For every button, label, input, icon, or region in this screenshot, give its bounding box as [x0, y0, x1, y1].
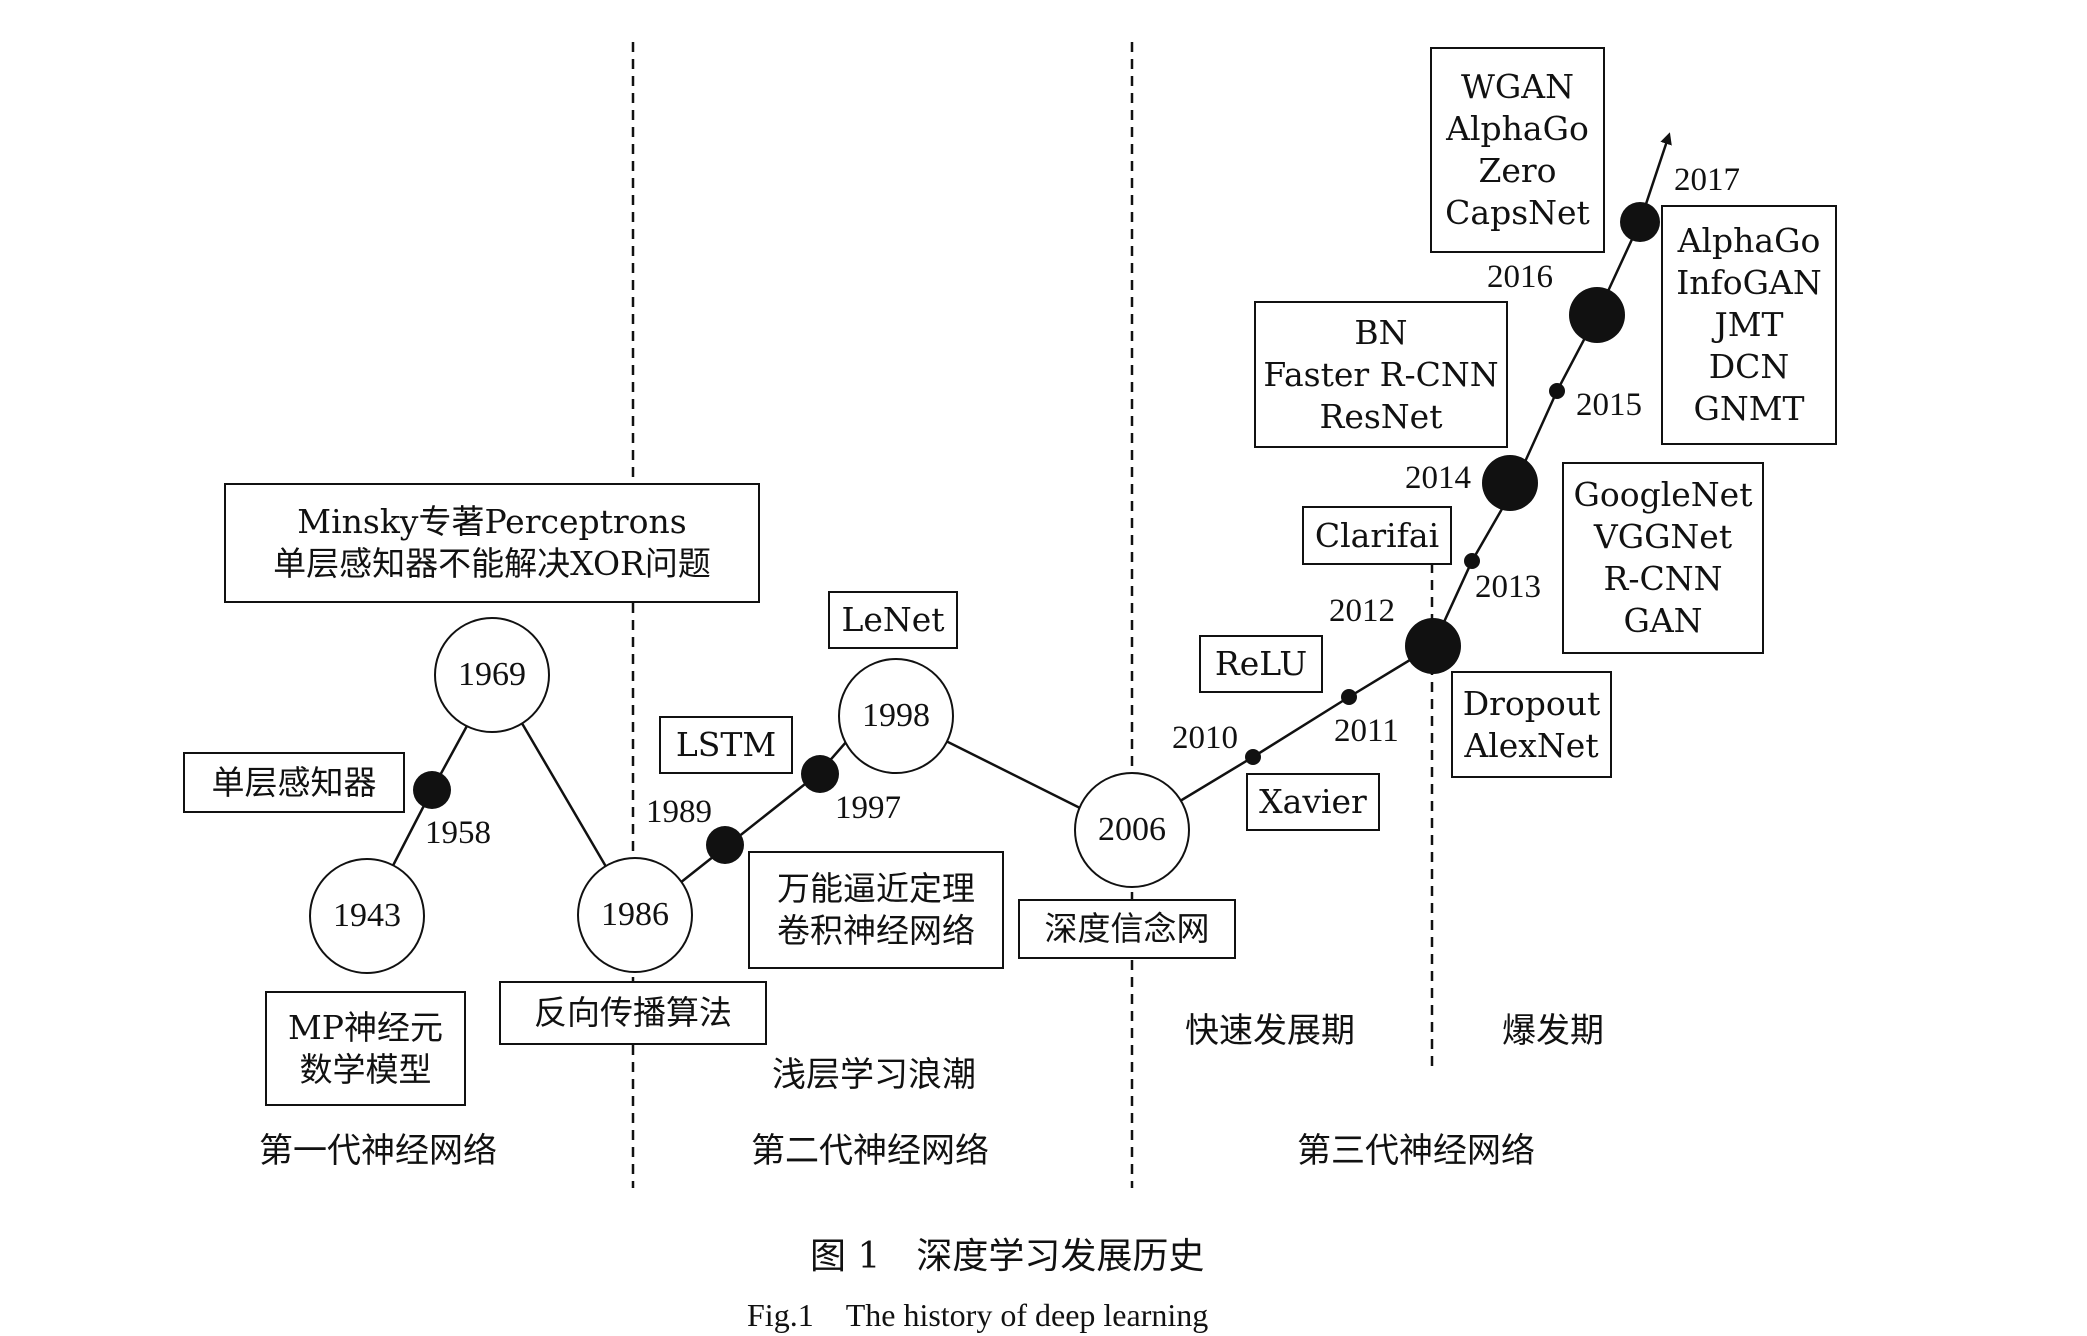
figure-caption-zh: 图 1 深度学习发展历史 [810, 1236, 1205, 1277]
event-line: CapsNet [1445, 193, 1590, 232]
year-label-2014: 2014 [1405, 460, 1471, 496]
dot-2017 [1620, 202, 1660, 242]
year-label-1969: 1969 [458, 656, 526, 693]
event-line: ReLU [1214, 644, 1308, 683]
year-label-2010: 2010 [1172, 720, 1238, 756]
event-line: 单层感知器 [211, 762, 377, 802]
event-line: GAN [1623, 601, 1703, 640]
phase-label-explosive: 爆发期 [1502, 1011, 1604, 1051]
event-bn-resnet: BN Faster R-CNN ResNet [1254, 301, 1508, 448]
event-line: ResNet [1319, 396, 1443, 436]
event-line: 卷积神经网络 [777, 911, 975, 950]
year-label-2016: 2016 [1487, 259, 1553, 295]
dot-2015 [1549, 383, 1565, 399]
event-googlenet-gan: GoogleNet VGGNet R-CNN GAN [1562, 462, 1764, 654]
dot-2010 [1245, 749, 1261, 765]
event-dropout-alexnet: Dropout AlexNet [1451, 671, 1612, 778]
era-label-third: 第三代神经网络 [1297, 1131, 1535, 1171]
event-line: GNMT [1693, 389, 1805, 428]
phase-label-shallow: 浅层学习浪潮 [772, 1055, 976, 1095]
event-line: Xavier [1259, 782, 1367, 821]
event-lenet: LeNet [828, 591, 958, 649]
phase-label-rapid: 快速发展期 [1185, 1011, 1355, 1051]
event-minsky-perceptrons: Minsky专著Perceptrons 单层感知器不能解决XOR问题 [224, 483, 760, 603]
event-xavier: Xavier [1246, 773, 1380, 831]
event-line: 反向传播算法 [534, 993, 732, 1032]
year-label-2011: 2011 [1334, 713, 1399, 749]
dot-2013 [1464, 553, 1480, 569]
dot-1989 [706, 826, 744, 864]
event-line: VGGNet [1593, 517, 1733, 556]
dot-2011 [1341, 689, 1357, 705]
event-line: AlexNet [1464, 725, 1599, 765]
dot-2016 [1569, 287, 1625, 343]
event-line: Faster R-CNN [1263, 354, 1499, 394]
year-circle-1943: 1943 [309, 858, 425, 974]
event-alphago-gnmt: AlphaGo InfoGAN JMT DCN GNMT [1661, 205, 1837, 445]
year-label-1943: 1943 [333, 897, 401, 934]
year-circle-1969: 1969 [434, 617, 550, 733]
event-line: WGAN [1461, 67, 1574, 106]
year-label-1989: 1989 [646, 794, 712, 830]
event-lstm: LSTM [659, 716, 793, 774]
event-line: AlphaGo [1446, 109, 1589, 148]
event-line: 单层感知器不能解决XOR问题 [273, 544, 711, 583]
event-line: InfoGAN [1676, 263, 1822, 302]
event-line: BN [1354, 312, 1408, 352]
year-circle-1986: 1986 [577, 857, 693, 973]
event-universal-approx: 万能逼近定理 卷积神经网络 [748, 851, 1004, 969]
year-circle-2006: 2006 [1074, 772, 1190, 888]
event-line: Clarifai [1314, 515, 1440, 555]
year-label-2013: 2013 [1475, 569, 1541, 605]
event-single-perceptron: 单层感知器 [183, 752, 405, 813]
year-label-2017: 2017 [1674, 162, 1740, 198]
event-line: 万能逼近定理 [777, 869, 975, 908]
event-line: DCN [1708, 347, 1790, 386]
event-line: 数学模型 [299, 1049, 432, 1089]
dot-2014 [1482, 455, 1538, 511]
event-clarifai: Clarifai [1302, 506, 1452, 565]
event-line: Zero [1478, 151, 1557, 190]
timeline-path [365, 132, 1672, 917]
event-line: 深度信念网 [1044, 909, 1210, 948]
year-label-2012: 2012 [1329, 593, 1395, 629]
event-line: LeNet [841, 600, 945, 639]
event-line: MP神经元 [288, 1007, 443, 1047]
event-line: Minsky专著Perceptrons [297, 502, 687, 541]
year-label-1998: 1998 [862, 697, 930, 734]
event-line: LSTM [675, 725, 777, 764]
year-label-2015: 2015 [1576, 387, 1642, 423]
event-line: JMT [1714, 305, 1784, 344]
event-dbn: 深度信念网 [1018, 899, 1236, 959]
year-label-1997: 1997 [835, 790, 901, 826]
era-label-first: 第一代神经网络 [259, 1131, 497, 1171]
event-line: R-CNN [1603, 559, 1723, 598]
year-label-1958: 1958 [425, 815, 491, 851]
dot-1997 [801, 755, 839, 793]
figure-caption-en: Fig.1 The history of deep learning [747, 1297, 1209, 1333]
event-line: AlphaGo [1677, 221, 1821, 260]
event-mp-neuron: MP神经元 数学模型 [265, 991, 466, 1106]
event-backprop: 反向传播算法 [499, 981, 767, 1045]
dot-1958 [413, 771, 451, 809]
dot-2012 [1405, 618, 1461, 674]
year-label-2006: 2006 [1098, 811, 1166, 848]
era-label-second: 第二代神经网络 [751, 1131, 989, 1171]
event-relu: ReLU [1199, 635, 1323, 693]
event-line: Dropout [1462, 683, 1601, 723]
year-label-1986: 1986 [601, 896, 669, 933]
event-line: GoogleNet [1573, 475, 1753, 514]
year-circle-1998: 1998 [838, 658, 954, 774]
event-wgan-capsnet: WGAN AlphaGo Zero CapsNet [1430, 47, 1605, 253]
